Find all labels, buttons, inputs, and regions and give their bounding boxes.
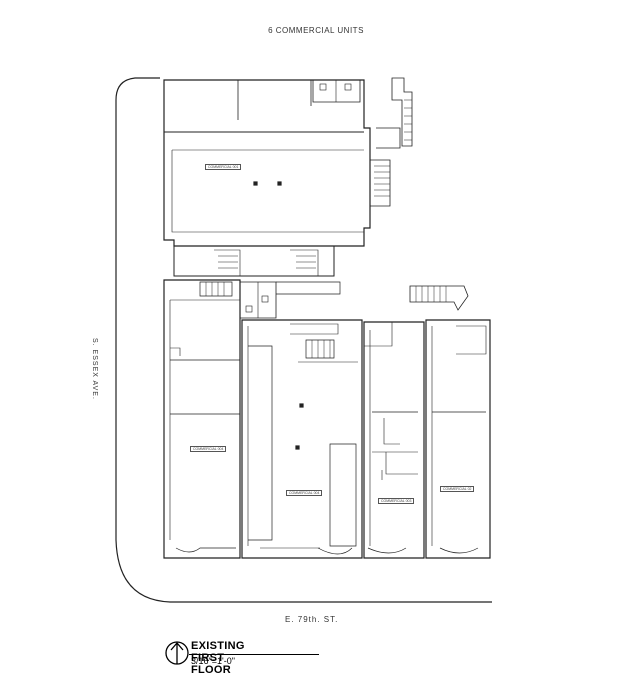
building-lower-west [163,279,241,559]
building-upper [163,79,371,247]
stair-east [409,285,469,311]
stair-west [199,281,233,297]
unit-label-02: COMMERCIAL 02 [440,486,475,492]
plan-header: 6 COMMERCIAL UNITS [268,26,364,35]
curb-line [115,77,492,603]
north-arrow-icon [165,641,189,665]
title-underline [189,654,319,656]
unit-label-004a: COMMERCIAL 004 [190,446,227,452]
street-label-south: E. 79th. ST. [285,615,339,624]
stair-upper-mid [370,159,391,207]
building-unit-003 [363,321,425,559]
unit-label-001: COMMERCIAL 001 [205,164,242,170]
connector [173,246,335,277]
stair-upper-right [391,77,413,147]
building-lower-center [241,319,363,559]
street-label-west: S. ESSEX AVE. [91,338,98,400]
unit-label-004b: COMMERCIAL 004 [286,490,323,496]
drawing-scale: 3/16"=1'-0" [191,656,235,666]
unit-label-003: COMMERCIAL 003 [378,498,415,504]
building-unit-02 [425,319,491,559]
stair-center [305,339,335,359]
